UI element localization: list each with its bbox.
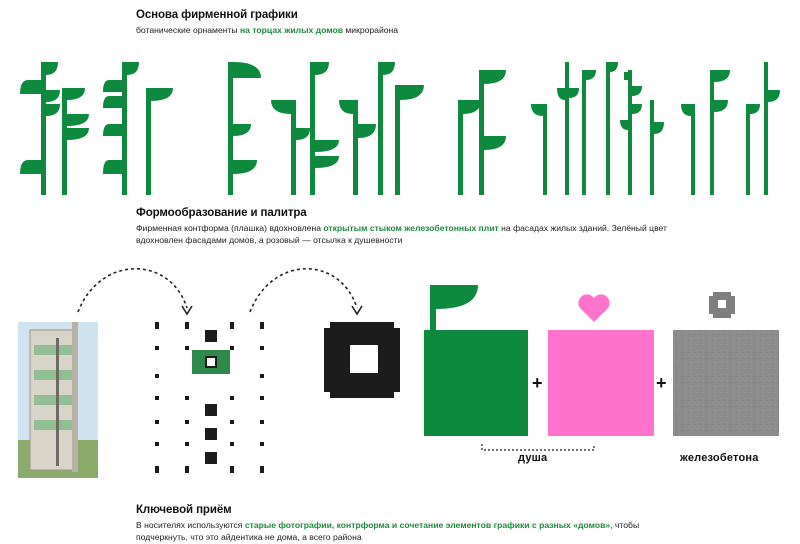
ornament-6 — [271, 100, 310, 195]
ornament-13 — [531, 104, 547, 195]
ornament-2 — [62, 88, 89, 195]
desc-text: подчеркнуть, что это айдентика не дома, … — [136, 532, 362, 542]
ornament-1 — [20, 62, 60, 195]
ornament-11 — [458, 100, 481, 195]
ornament-18 — [650, 100, 664, 195]
ornament-3 — [103, 62, 139, 195]
desc-text: В носителях используются — [136, 520, 243, 530]
ornament-19 — [681, 104, 695, 195]
section-title-key: Ключевой приём — [136, 504, 232, 516]
ornament-15 — [582, 70, 596, 195]
section-title-graphics: Основа фирменной графики — [136, 9, 298, 21]
ornament-16 — [606, 62, 618, 195]
ornament-5 — [228, 62, 261, 195]
apartment-building-photo — [18, 322, 98, 478]
soul-bracket — [481, 444, 595, 451]
green-plate — [424, 285, 528, 436]
desc-highlight: старые фотографии, контрформа и сочетани… — [244, 520, 611, 530]
arrow-2 — [249, 267, 358, 313]
desc-highlight: открытым стыком железобетонных плит — [323, 223, 499, 233]
plus-sign-2: + — [656, 373, 667, 393]
pink-plate — [548, 294, 654, 436]
section-description-key: В носителях используются старые фотограф… — [136, 519, 639, 543]
ornament-12 — [479, 70, 506, 195]
plus-sign-1: + — [532, 373, 543, 393]
desc-text: , чтобы — [610, 520, 640, 530]
desc-text: вдохновлен фасадами домов, а розовый — о… — [136, 235, 403, 245]
concrete-plate — [673, 292, 779, 436]
ornament-14 — [557, 62, 579, 195]
ornament-8 — [339, 100, 376, 195]
desc-text: микрорайона — [345, 25, 399, 35]
ornament-7 — [310, 62, 339, 195]
section-description-graphics: ботанические орнаменты на торцах жилых д… — [136, 24, 398, 36]
desc-highlight: на торцах жилых домов — [239, 25, 343, 35]
section-description-form: Фирменная контформа (плашка) вдохновлена… — [136, 222, 667, 246]
ornament-17 — [620, 70, 642, 195]
ornament-20 — [710, 70, 730, 195]
section-title-form: Формообразование и палитра — [136, 207, 307, 219]
ornament-4 — [146, 88, 173, 195]
ornament-10 — [395, 85, 424, 195]
counterform-shape — [324, 322, 400, 398]
label-soul: душа — [518, 452, 548, 464]
label-concrete: железобетона — [680, 452, 759, 464]
joint-pattern — [155, 322, 264, 473]
ornament-21 — [746, 104, 760, 195]
arrow-1 — [77, 267, 188, 313]
ornament-9 — [378, 62, 395, 195]
desc-text: ботанические орнаменты — [136, 25, 238, 35]
ornament-22 — [764, 62, 780, 195]
desc-text: на фасадах жилых зданий. Зелёный цвет — [501, 223, 667, 233]
heart-icon — [578, 294, 610, 322]
desc-text: Фирменная контформа (плашка) вдохновлена — [136, 223, 321, 233]
